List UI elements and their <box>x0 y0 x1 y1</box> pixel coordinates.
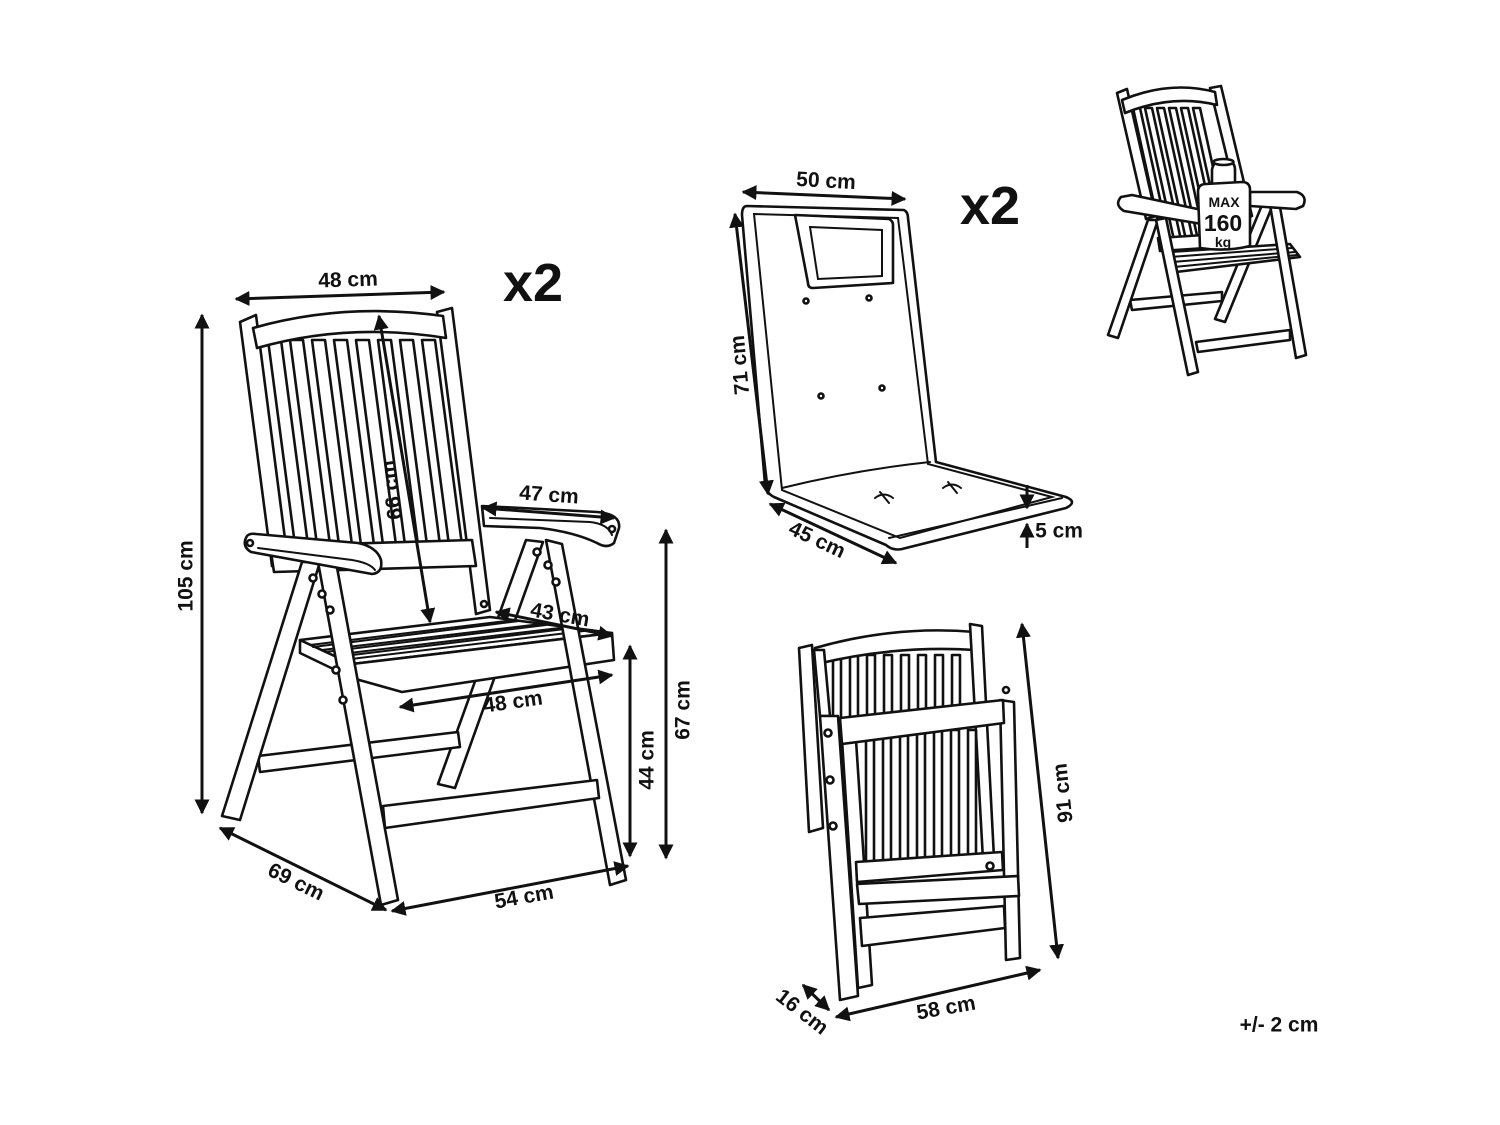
cushion-back-length-label: 71 cm <box>726 334 754 395</box>
tolerance-note: +/- 2 cm <box>1240 1014 1319 1037</box>
chair-quantity-label: x2 <box>503 253 563 313</box>
weight-body <box>1196 180 1252 251</box>
armrest-length-label: 47 cm <box>518 481 579 508</box>
small-seat-slat-gap <box>1173 254 1298 268</box>
cushion-quantity-label: x2 <box>960 176 1020 236</box>
small-seat-slat-gap <box>1171 251 1296 263</box>
armrest-height-label: 67 cm <box>672 680 695 740</box>
small-crossbar <box>1194 328 1292 354</box>
cushion-button <box>802 297 810 305</box>
small-right-armrest <box>1248 190 1306 211</box>
bolt <box>245 538 255 548</box>
folded-front-slats <box>864 728 978 864</box>
cushion-button <box>865 294 873 302</box>
cushion-outline <box>740 204 1074 551</box>
bolt <box>308 573 318 583</box>
folded-depth-label: 16 cm <box>771 985 832 1040</box>
folded-front-slat <box>915 728 927 864</box>
cushion-dimension-arrows <box>729 185 1035 565</box>
seat-width-label: 48 cm <box>482 686 544 717</box>
cushion-piping <box>752 212 1056 540</box>
folded-crossbar <box>854 850 1005 884</box>
total-width-arrow <box>390 861 630 916</box>
folded-back-slat <box>865 653 877 724</box>
folded-hinge-bolt <box>828 821 838 831</box>
back-width-label: 48 cm <box>318 267 378 292</box>
folded-height-arrow <box>1015 622 1065 960</box>
folded-hinge-bolt <box>823 728 833 738</box>
max-load-label: MAX <box>1208 194 1240 210</box>
folded-crossbar <box>858 904 1007 948</box>
small-leg <box>1106 218 1160 340</box>
max-load-value: 160 <box>1204 210 1242 236</box>
folded-dimension-arrows <box>801 622 1065 1022</box>
seat-height-label: 44 cm <box>636 730 659 790</box>
armrest-length-arrow <box>481 501 616 525</box>
folded-hinge-bolt <box>825 775 835 785</box>
cushion-width-label: 50 cm <box>796 168 857 194</box>
max-load-unit: kg <box>1215 234 1231 250</box>
cushion-headrest-pillow <box>793 213 895 290</box>
folded-front-slat <box>949 728 961 864</box>
folded-height-label: 91 cm <box>1048 762 1077 824</box>
bolt <box>532 547 542 557</box>
bolt <box>479 599 489 609</box>
folded-front-slat <box>864 728 876 864</box>
max-load-chair-drawing: MAX 160 kg <box>1106 84 1308 377</box>
folded-back-slat <box>848 653 860 724</box>
seat-cushion-drawing <box>740 204 1074 551</box>
folded-hinge-bolt <box>985 861 995 871</box>
bolt <box>551 577 561 587</box>
cushion-seat-tie <box>874 491 894 504</box>
backrest-slats <box>266 338 464 547</box>
back-width-arrow <box>234 284 446 307</box>
cushion-back-length-arrow <box>729 212 774 496</box>
weight-icon: MAX 160 kg <box>1196 157 1252 251</box>
small-seat-slat-gap <box>1169 247 1293 258</box>
seat-depth-arrow <box>494 607 614 641</box>
pivot-bolts <box>245 524 617 705</box>
bolt <box>331 665 341 675</box>
cushion-seat-depth-arrow <box>768 502 898 565</box>
folded-front-slat <box>881 728 893 864</box>
folded-chair-drawing <box>797 622 1022 1002</box>
total-height-label: 105 cm <box>175 540 198 611</box>
cushion-button <box>878 384 886 392</box>
folded-back-slat <box>831 653 843 724</box>
bolt <box>325 605 335 615</box>
chair-dimension-arrows <box>194 284 674 916</box>
weight-cap <box>1212 157 1235 167</box>
cushion-headrest-inner <box>808 225 883 281</box>
cushion-thickness-label: 5 cm <box>1035 520 1083 543</box>
folded-front-top-bar <box>838 698 1006 746</box>
total-depth-arrow <box>218 826 388 912</box>
cushion-width-arrow <box>741 185 907 206</box>
folded-back-left-rail <box>797 643 825 834</box>
folded-hinge-bolt <box>1001 685 1011 695</box>
folded-front-slat <box>898 728 910 864</box>
left-armrest-edge <box>257 547 376 571</box>
small-backrest-top-rail <box>1120 86 1219 115</box>
cushion-button <box>817 392 825 400</box>
folded-front-slat <box>966 728 978 864</box>
backrest-height-arrow <box>373 314 436 624</box>
cushion-back-seat-crease <box>781 461 931 489</box>
right-outer-leg <box>544 538 628 887</box>
folded-depth-arrow <box>801 983 831 1012</box>
backrest-top-rail <box>251 309 448 350</box>
total-width-label: 54 cm <box>493 881 556 914</box>
bolt <box>338 695 348 705</box>
bolt <box>543 560 553 570</box>
bolt <box>317 589 327 599</box>
seat-width-arrow <box>398 669 614 713</box>
bolt <box>607 524 617 534</box>
cushion-seat-tie <box>942 481 962 494</box>
left-front-leg <box>220 560 322 822</box>
lower-crossbar-front <box>381 778 601 830</box>
folded-front-slat <box>932 728 944 864</box>
folded-width-arrow <box>834 965 1042 1022</box>
backrest-right-rail <box>435 306 492 616</box>
